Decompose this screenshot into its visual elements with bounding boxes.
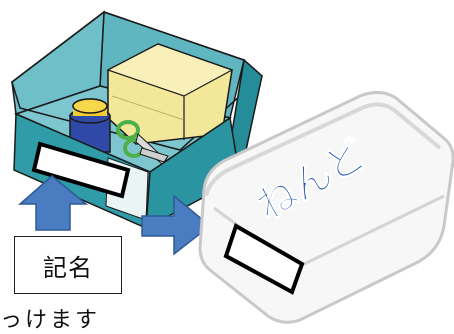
caption-text: っけます: [0, 302, 100, 334]
name-label-box: 記名: [14, 236, 122, 294]
name-label-text: 記名: [43, 248, 93, 283]
